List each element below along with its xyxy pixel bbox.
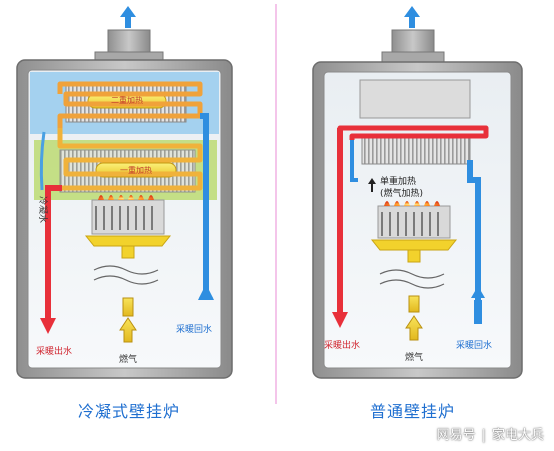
right-hot-out-arrow-icon: [332, 312, 348, 328]
left-gas-label: 燃气: [119, 353, 137, 365]
right-hood: [359, 79, 471, 119]
right-gas-manifold: [370, 239, 458, 251]
left-flames-icon: [98, 195, 154, 200]
right-gas-inlet: [407, 249, 421, 263]
left-gas-manifold: [84, 235, 172, 247]
stage2-pipe: [57, 81, 203, 128]
right-flue-collar: [381, 51, 445, 63]
right-return-pipe: [467, 160, 481, 300]
right-heat-exchanger: [361, 133, 471, 165]
right-return-arrow-shaft: [474, 300, 482, 324]
left-gas-inlet: [121, 245, 135, 259]
stage1-pipe: [57, 128, 203, 191]
right-gas-label: 燃气: [405, 351, 423, 363]
exhaust-arrow-icon: [120, 6, 136, 28]
stage2-label: 二重加热: [111, 95, 143, 105]
left-caption: 冷凝式壁挂炉: [78, 402, 181, 421]
left-gas-arrow-top: [122, 297, 134, 317]
watermark: 网易号 | 家电大兵: [437, 424, 544, 443]
condensate-line: [39, 131, 46, 191]
flue-pipe: [107, 29, 151, 53]
left-burner: [84, 195, 172, 259]
right-flue-pipe: [391, 29, 435, 53]
left-return-label: 采暖回水: [176, 323, 212, 335]
return-pipe: [200, 113, 209, 300]
right-burner: [370, 201, 458, 263]
watermark-brand: 网易号: [436, 428, 476, 443]
left-air-lines: [93, 265, 159, 285]
right-return-label: 采暖回水: [456, 339, 492, 351]
condensate-label: 冷凝水: [37, 196, 49, 223]
watermark-author: 家电大兵: [491, 428, 544, 443]
right-caption: 普通壁挂炉: [370, 402, 456, 421]
right-burner-tubes: [381, 212, 439, 236]
right-gas-arrow-icon: [405, 315, 423, 341]
right-return-arrow-icon: [471, 286, 485, 298]
watermark-separator: |: [481, 428, 486, 443]
right-inner-blue-pipe: [350, 140, 358, 182]
left-hot-out-label: 采暖出水: [36, 345, 72, 357]
left-gas-arrow-icon: [119, 317, 137, 343]
right-exhaust-arrow-icon: [404, 6, 420, 28]
stage1-label: 一重加热: [120, 165, 152, 175]
right-heat-label-2: (燃气加热): [380, 187, 423, 199]
right-gas-arrow-top: [408, 295, 420, 313]
right-air-lines: [379, 269, 445, 289]
return-arrow-head: [199, 286, 213, 298]
hot-out-arrow-icon: [40, 318, 56, 334]
left-burner-tubes: [95, 206, 153, 230]
ordinary-boiler: 单重加热 (燃气加热) 采暖出水 采暖回水 燃气: [312, 6, 523, 379]
hot-out-pipe: [45, 185, 62, 318]
right-hot-out-label: 采暖出水: [324, 339, 360, 351]
right-hot-serpentine: [337, 125, 489, 140]
heat-up-arrow-icon: [368, 178, 376, 192]
right-heat-label-1: 单重加热: [380, 175, 416, 187]
condensing-boiler: 二重加热 一重加热 冷凝水 采暖出水 采暖回水 燃气: [16, 6, 233, 379]
right-flames-icon: [384, 201, 440, 206]
